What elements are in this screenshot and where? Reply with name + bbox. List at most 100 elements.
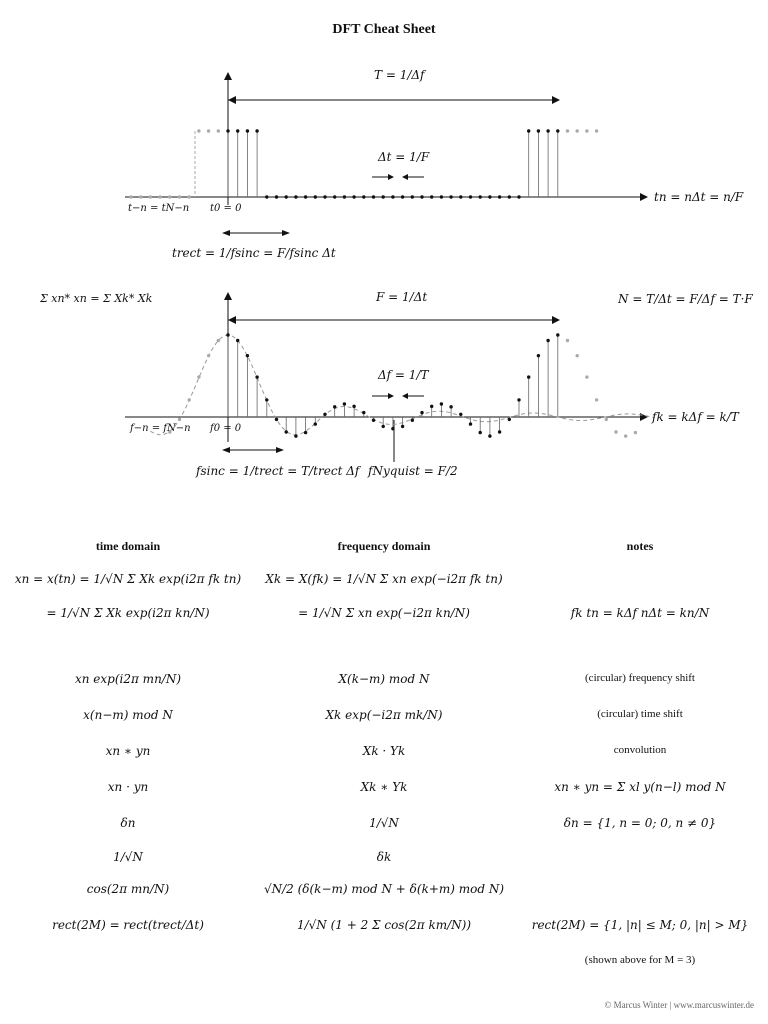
sample-dot [148,195,153,199]
sample-dot [459,195,463,199]
table-cell-note: (circular) frequency shift [585,672,695,684]
table-cell-freq: Xk · Yk [362,744,406,758]
sample-dot [333,405,337,409]
sample-dot [168,430,172,434]
sample-dot [284,195,288,199]
period-label: T = 1/Δf [374,68,425,82]
sample-dot [633,430,638,435]
sample-dot [594,398,599,402]
table-cell-note: rect(2M) = {1, |n| ≤ M; 0, |n| > M} [531,918,749,932]
sample-dot [556,129,560,133]
sample-dot [546,129,550,133]
dt-arrow-left-icon [402,174,408,180]
df-label: Δf = 1/T [378,368,429,382]
sample-dot [410,418,414,422]
dt-label: Δt = 1/F [378,150,430,164]
header-frequency-domain: frequency domain [337,539,431,553]
sample-dot [187,195,191,199]
sample-dot [507,417,511,422]
sample-dot [362,195,366,199]
sample-dot [313,195,317,199]
table-cell-freq: 1/√N (1 + 2 Σ cos(2π km/N)) [296,918,472,932]
sample-dot [585,375,589,379]
sample-dot [400,424,405,429]
F-arrow-right-icon [552,316,560,324]
sample-dot [168,195,172,199]
sample-dot [565,338,570,343]
sample-dot [294,195,298,199]
sample-dot [614,430,618,434]
period-arrow-left-icon [228,96,236,104]
fsinc-arrow-left-icon [222,447,230,453]
trect-label: trect = 1/fsinc = F/fsinc Δt [172,246,336,260]
time-domain-plot [125,72,655,462]
time-axis-arrow-icon [640,193,648,201]
sample-dot [527,129,531,133]
df-arrow-left-icon [402,393,408,399]
sample-dot [342,402,347,406]
sample-dot [342,195,347,199]
sample-dot [488,195,492,199]
sample-dot [236,129,240,133]
t0-label: t0 = 0 [210,203,242,214]
sample-dot [478,195,482,199]
sample-dot [158,195,162,199]
table-cell-note: convolution [613,744,667,756]
sample-dot [459,412,463,417]
sample-dot [430,195,434,199]
table-cell-time: rect(2M) = rect(trect/Δt) [52,918,204,932]
sample-dot [517,398,521,402]
sample-dot [177,195,182,199]
sample-dot [420,195,424,199]
table-cell-time: x(n−m) mod N [83,708,173,722]
sample-dot [226,129,230,133]
sample-dot [517,195,521,199]
sample-dot [216,338,220,343]
sample-dot [303,430,308,435]
sample-dot [468,422,473,426]
df-arrow-right-icon [388,393,394,399]
sample-dot [362,410,366,415]
table-cell-time: xn ∗ yn [105,744,151,758]
sample-dot [575,129,579,133]
freq-axis-arrow-icon [640,413,648,421]
table-cell-time: δn [120,816,136,830]
nyquist-label: fNyquist = F/2 [368,464,458,478]
table-cell-freq: √N/2 (δ(k−m) mod N + δ(k+m) mod N) [263,882,505,896]
sample-dot [585,129,589,133]
table-cell-time: 1/√N [113,850,143,864]
tn-label: tn = nΔt = n/F [654,190,744,204]
sample-dot [313,422,317,426]
fk-label: fk = kΔf = k/T [652,410,739,424]
sample-dot [575,353,579,358]
sample-dot [187,398,191,402]
sample-dot [216,129,220,133]
table-cell-time: = 1/√N Σ Xk exp(i2π kn/N) [46,606,210,620]
sample-dot [294,434,298,438]
sample-dot [594,129,599,133]
sample-dot [352,404,356,409]
table-cell-freq: X(k−m) mod N [338,672,430,686]
sample-dot [255,129,259,133]
sample-dot [245,129,250,133]
sample-dot [536,353,541,358]
sample-dot [129,195,133,199]
table-cell-note: δn = {1, n = 0; 0, n ≠ 0} [563,816,717,830]
sample-dot [439,195,444,199]
freq-samples [168,333,638,438]
table-cell-note: (circular) time shift [597,708,683,720]
sample-dot [206,129,211,133]
sample-dot [565,129,570,133]
sample-dot [507,195,511,199]
sample-dot [284,430,288,434]
sample-dot [303,195,308,199]
fsinc-arrow-right-icon [276,447,284,453]
freq-y-axis-arrow-icon [224,292,232,300]
sample-dot [430,404,434,409]
table-cell-time: xn exp(i2π mn/N) [74,672,182,686]
f0-label: f0 = 0 [210,423,242,434]
trect-arrow-right-icon [282,230,290,236]
sample-dot [371,195,376,199]
sample-dot [206,353,211,358]
table-cell-time: xn · yn [107,780,149,794]
